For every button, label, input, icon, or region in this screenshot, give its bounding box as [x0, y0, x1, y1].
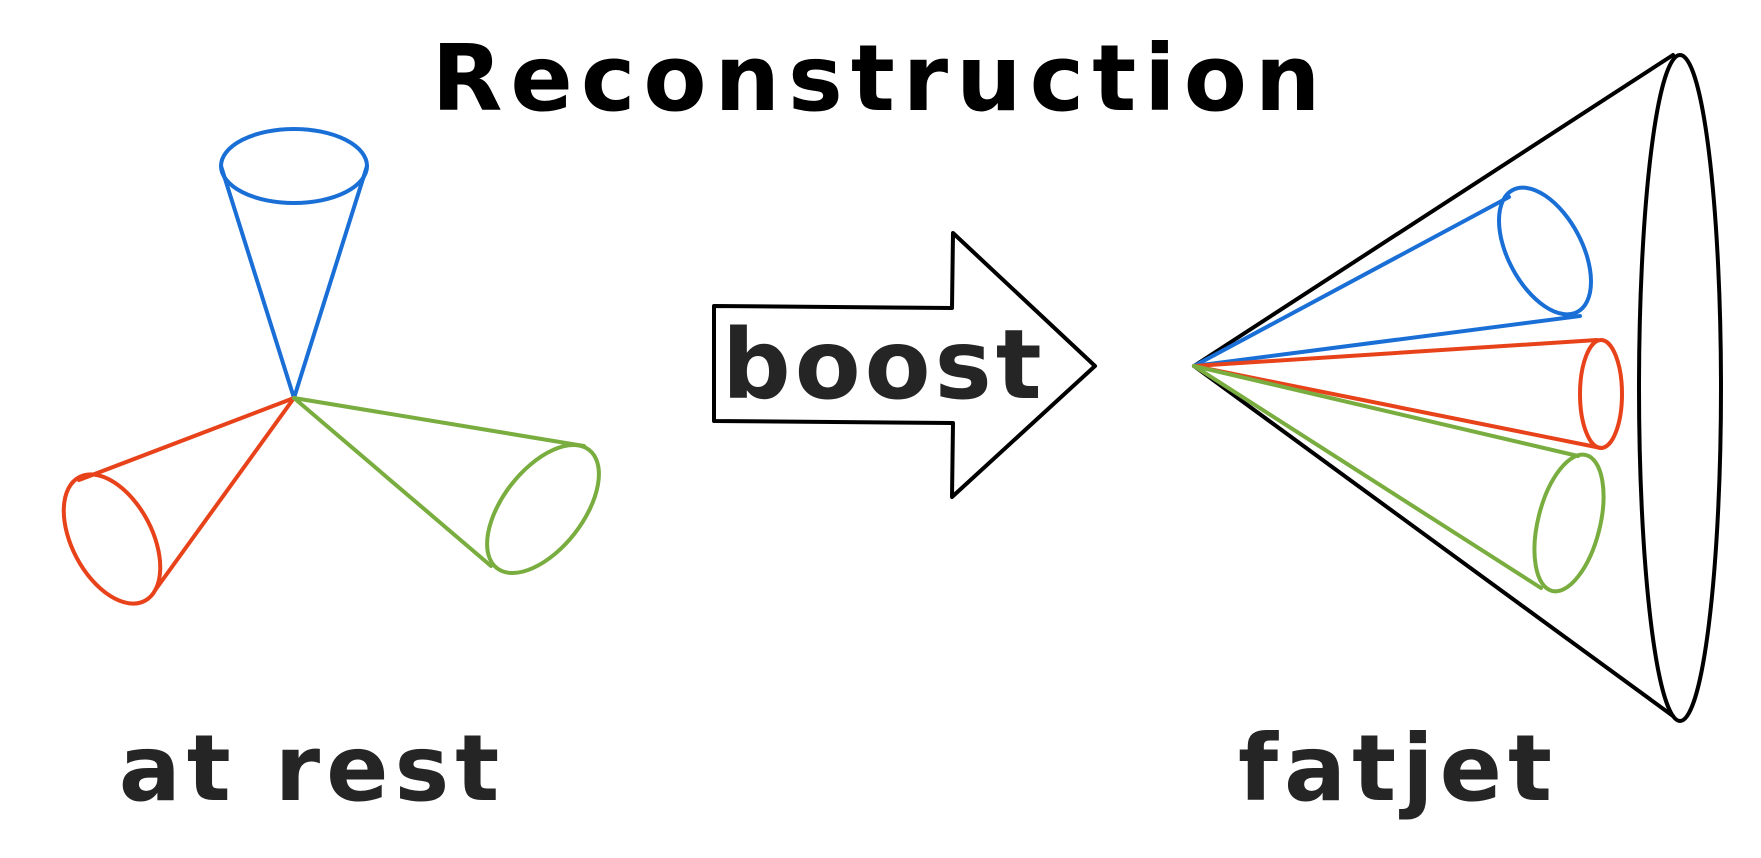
fatjet-cone — [1192, 53, 1723, 723]
orange-subjet-cone — [1192, 338, 1624, 450]
fatjet-label: fatjet — [1238, 715, 1558, 822]
orange-jet-cone — [61, 396, 296, 606]
green-jet-cone — [292, 396, 601, 576]
blue-subjet-cone — [1192, 185, 1594, 368]
green-subjet-cone — [1192, 364, 1606, 594]
diagram-title: Reconstruction — [432, 25, 1329, 132]
boost-arrow: boost — [712, 231, 1097, 499]
at-rest-label: at rest — [119, 715, 506, 822]
at-rest-jets — [61, 127, 601, 606]
blue-jet-cone — [219, 127, 369, 400]
fatjet-cones — [1192, 53, 1723, 723]
boost-label: boost — [722, 309, 1046, 421]
